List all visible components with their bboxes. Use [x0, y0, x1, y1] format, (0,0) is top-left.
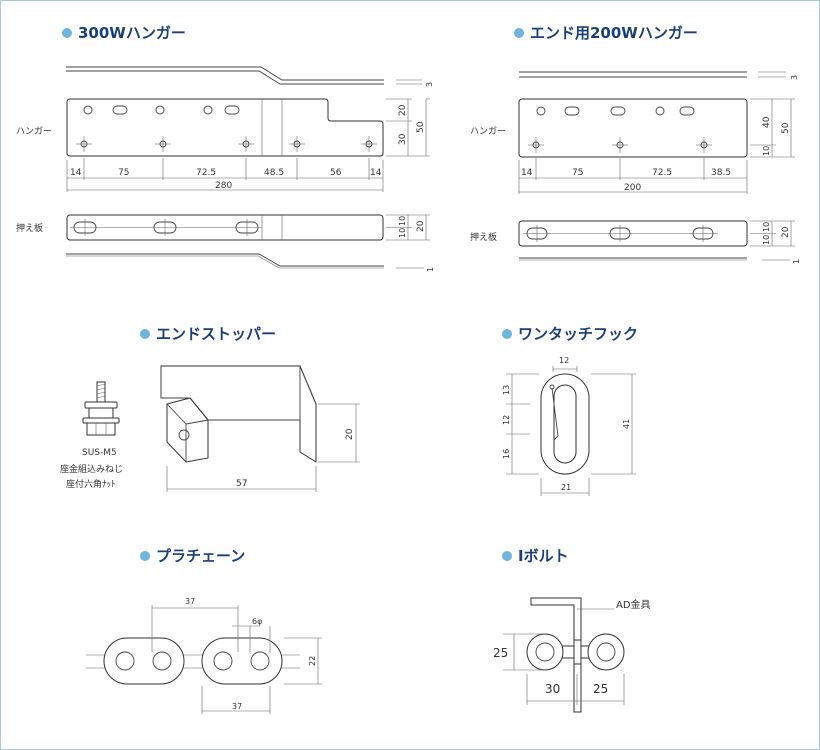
hanger300-plate-dim-total: 20 [416, 220, 426, 232]
hook-inner [553, 384, 577, 464]
hook-gate [551, 387, 559, 441]
hanger300-dim-6: 14 [370, 168, 382, 178]
hanger200-dim-1: 14 [521, 168, 533, 178]
section-title-text: エンド用200Wハンガー [530, 24, 698, 42]
hook-dim-top: 12 [559, 356, 569, 365]
bolt-icon [82, 381, 120, 436]
ibolt-dim-right: 25 [593, 682, 608, 696]
hanger200-plate-dim-a: 10 [762, 222, 771, 232]
section-title-hanger300: 300Wハンガー [62, 22, 186, 43]
hanger300-dim-total: 280 [215, 181, 232, 191]
ibolt-drawing: AD金具 25 30 25 [493, 597, 651, 713]
bullet-dot-icon [514, 27, 524, 38]
hook-drawing: 12 13 12 16 41 21 [502, 356, 636, 496]
bullet-dot-icon [502, 550, 512, 561]
bolt-label-2: 座金組込みねじ [60, 463, 123, 475]
hanger300-dim-2: 75 [118, 168, 129, 178]
chain-drawing: 37 6φ 22 37 [86, 597, 322, 714]
hanger200-dim-h2: 10 [762, 146, 771, 156]
bullet-dot-icon [502, 328, 512, 339]
hanger300-label-hanger: ハンガー [16, 126, 52, 137]
hanger200-plate [518, 98, 748, 158]
ibolt-eye-left [526, 633, 564, 671]
section-title-hook: ワンタッチフック [502, 323, 638, 344]
hanger300-plate-thick: 1 [426, 267, 435, 272]
hanger200-plate-thick: 1 [792, 259, 801, 264]
bullet-dot-icon [140, 550, 150, 561]
hanger300-profile-top [66, 66, 384, 81]
ibolt-dim-left: 30 [545, 682, 560, 696]
hanger300-label-plate: 押え板 [16, 222, 43, 234]
hanger200-label-plate: 押え板 [470, 231, 497, 243]
hanger300-dim-thick: 3 [425, 82, 434, 87]
hanger200-dim-4: 38.5 [711, 168, 731, 178]
section-title-text: エンドストッパー [156, 325, 277, 343]
chain-dim-pitch-bottom: 37 [232, 702, 242, 711]
hook-dim-c: 16 [502, 449, 511, 459]
hanger300-dim-h2: 30 [398, 133, 408, 145]
hanger200-dim-3: 72.5 [652, 168, 672, 178]
section-title-endstopper: エンドストッパー [140, 323, 276, 344]
ibolt-eye-right [587, 633, 625, 671]
hanger200-plate-dim-b: 10 [762, 235, 771, 245]
hanger200-dim-total-h: 50 [781, 122, 791, 134]
endstopper-dim-height: 20 [345, 428, 355, 440]
section-title-chain: プラチェーン [140, 545, 245, 566]
section-title-ibolt: Iボルト [502, 545, 569, 566]
hook-dim-total: 41 [622, 419, 631, 429]
endstopper-dim-length: 57 [236, 479, 247, 489]
section-title-text: 300Wハンガー [78, 24, 186, 42]
section-title-text: プラチェーン [156, 547, 246, 565]
hanger200-dim-2: 75 [572, 168, 583, 178]
ad-bracket [530, 597, 582, 713]
hanger300-plate-profile [66, 253, 384, 267]
hanger200-drawing: 3 ハンガー 40 10 50 [470, 71, 801, 264]
section-title-text: ワンタッチフック [518, 325, 639, 343]
hanger200-label-hanger: ハンガー [470, 126, 506, 137]
bullet-dot-icon [62, 27, 72, 38]
hanger200-dim-h1: 40 [762, 116, 772, 128]
bullet-dot-icon [140, 328, 150, 339]
hanger300-plate-dim-a: 10 [398, 216, 407, 226]
hanger300-drawing: 3 ハンガー 20 [16, 66, 435, 272]
chain-link-2 [201, 637, 283, 685]
hook-dim-b: 12 [502, 415, 511, 425]
hanger300-dim-h1: 20 [398, 104, 408, 116]
section-title-hanger200: エンド用200Wハンガー [514, 22, 698, 43]
endstopper-drawing: SUS-M5 座金組込みねじ 座付六角ﾅｯﾄ 20 57 [60, 365, 360, 492]
hanger300-profile-bottom [66, 70, 384, 85]
chain-dim-height: 22 [308, 656, 317, 666]
hanger300-dim-total-h: 50 [416, 121, 426, 133]
hanger300-dim-4: 48.5 [264, 168, 284, 178]
hanger200-dim-total: 200 [624, 183, 641, 193]
ibolt-label-bracket: AD金具 [616, 598, 651, 611]
section-title-text: Iボルト [518, 547, 569, 565]
bolt-label-1: SUS-M5 [82, 448, 117, 458]
hanger300-plate-dim-b: 10 [398, 228, 407, 238]
endstopper-tab [166, 397, 209, 463]
hanger300-dim-1: 14 [70, 168, 82, 178]
hanger300-dim-5: 56 [330, 168, 342, 178]
hanger200-plate-dim-total: 20 [781, 226, 791, 238]
hanger300-plate [66, 98, 384, 157]
bolt-label-3: 座付六角ﾅｯﾄ [66, 478, 116, 490]
hanger300-dim-3: 72.5 [196, 168, 216, 178]
ibolt-dim-height: 25 [493, 646, 508, 660]
chain-dim-dia: 6φ [252, 617, 262, 626]
hook-dim-a: 13 [502, 385, 511, 395]
chain-link-1 [103, 637, 185, 685]
hook-dim-width: 21 [561, 483, 571, 492]
hanger200-dim-thick: 3 [790, 75, 799, 80]
chain-dim-pitch-top: 37 [185, 597, 195, 606]
